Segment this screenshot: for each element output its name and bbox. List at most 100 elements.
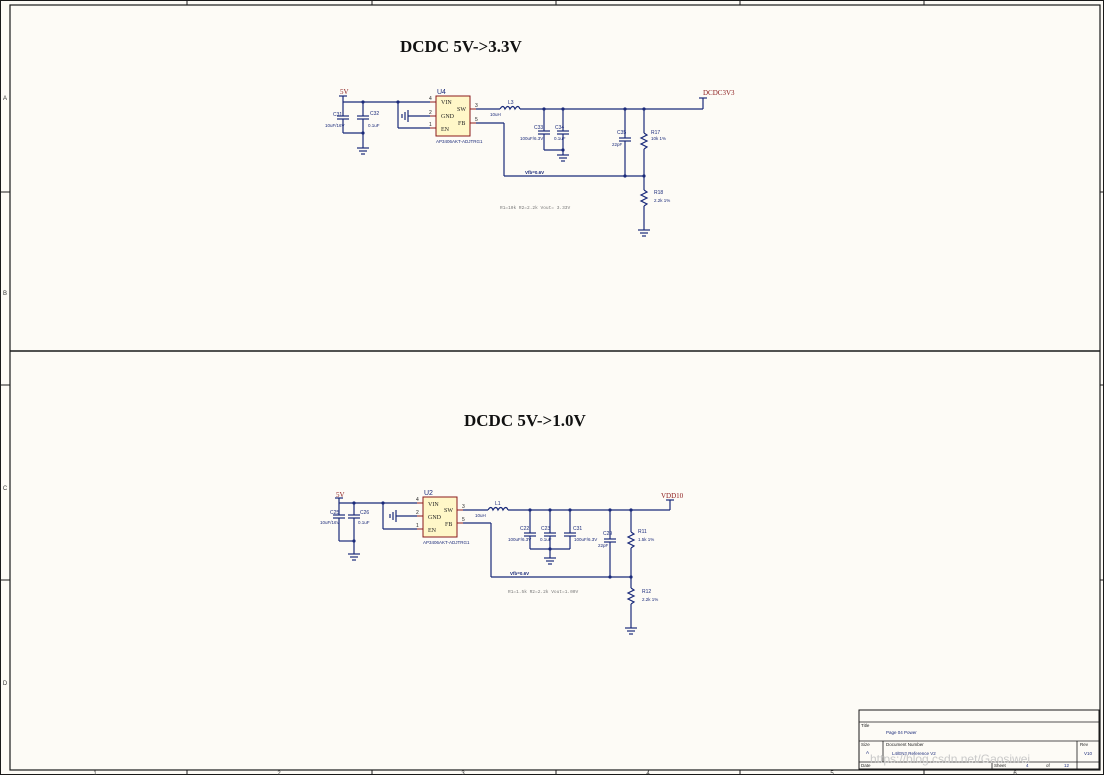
r17-value: 10k 1% <box>651 136 666 141</box>
c29-value: 22pF <box>598 543 609 548</box>
c33-value: 100uF/6.3V <box>520 136 543 141</box>
c33-ref: C33 <box>534 125 543 131</box>
u4-pin-fb: FB <box>458 121 465 127</box>
c32-ref: C32 <box>370 111 379 117</box>
tb-sheet-total: 12 <box>1064 763 1070 768</box>
r12-value: 2.2k 1% <box>642 597 658 602</box>
u4-pnum-fb: 5 <box>475 117 478 123</box>
zone-col-2: 2 <box>277 771 281 775</box>
c23-value: 0.1uF <box>540 537 552 542</box>
circuit-title: DCDC 5V->1.0V <box>464 411 586 430</box>
tb-sheet-of: of <box>1046 763 1051 768</box>
c35-ref: C35 <box>617 130 626 136</box>
calc-note: R1=10k R2=2.2k Vout= 3.33V <box>500 205 571 211</box>
c23-ref: C23 <box>541 526 550 532</box>
capacitor-c23: C23 0.1uF <box>540 510 556 558</box>
tb-sheet-label: Sheet <box>994 763 1007 768</box>
u2-pnum-en: 1 <box>416 523 419 529</box>
c31-out-value: 100uF/6.3V <box>574 537 597 542</box>
u4-part: AP3406AKT-ADJTRG1 <box>436 139 483 144</box>
c31-value: 10uF/16V <box>325 123 345 128</box>
vfb-label: Vfb=0.6V <box>525 170 544 175</box>
watermark-text: https://blog.csdn.net/Gaosiwei <box>870 752 1030 766</box>
zone-row-d: D <box>3 681 8 687</box>
capacitor-c22: C22 100uF/6.3V <box>508 510 536 549</box>
tb-size-value: A <box>866 750 869 755</box>
zone-col-4: 4 <box>646 771 650 775</box>
resistor-r18: R18 2.2k 1% <box>639 189 670 230</box>
u4-pnum-gnd: 2 <box>429 110 432 116</box>
zone-col-6: 6 <box>1013 771 1017 775</box>
c35-value: 22pF <box>612 142 623 147</box>
u4-pnum-sw: 3 <box>475 103 478 109</box>
zone-col-5: 5 <box>830 771 834 775</box>
u4-pnum-en: 1 <box>429 122 432 128</box>
c26-ref: C26 <box>360 510 369 516</box>
title-block: Title Page 04 Power Size A Document Numb… <box>858 709 1100 770</box>
zone-row-a: A <box>3 96 7 102</box>
ground-symbol <box>638 229 650 237</box>
c31-ref: C31 <box>333 112 342 118</box>
capacitor-c34: C34 0.1uF <box>554 109 569 155</box>
net-dcdc3v3-label: DCDC3V3 <box>703 89 735 97</box>
capacitor-c29: C29 22pF <box>598 510 616 577</box>
u4-pin-sw: SW <box>457 107 466 113</box>
inductor-l1: L1 10uH <box>475 501 509 518</box>
u2-ref: U2 <box>424 490 433 497</box>
u2-pin-gnd: GND <box>428 515 442 521</box>
u2-pin-vin: VIN <box>428 502 439 508</box>
ic-u4: U4 VIN GND EN SW FB 4 2 1 3 5 AP3406AKT-… <box>429 89 483 144</box>
resistor-r17: R17 10k 1% <box>639 109 666 190</box>
zone-row-c: C <box>3 486 8 492</box>
ground-symbol <box>389 510 397 522</box>
c31-out-ref: C31 <box>573 526 582 532</box>
capacitor-c31-out: C31 100uF/6.3V <box>564 510 597 549</box>
tb-date-label: Date <box>861 763 871 768</box>
tb-sheet-value: 4 <box>1026 763 1029 768</box>
r17-ref: R17 <box>651 130 660 136</box>
c34-ref: C34 <box>555 125 564 131</box>
l1-ref: L1 <box>495 501 501 507</box>
u2-pnum-vin: 4 <box>416 497 419 503</box>
capacitor-c26: C26 0.1uF <box>348 503 370 554</box>
r18-ref: R18 <box>654 190 663 196</box>
c25-value: 10uF/16V <box>320 520 340 525</box>
u2-pnum-fb: 5 <box>462 517 465 523</box>
l3-ref: L3 <box>508 100 514 106</box>
circuit-3v3: DCDC 5V->3.3V 5V C31 10uF/16V C32 0.1uF <box>325 37 735 237</box>
zone-col-3: 3 <box>461 771 465 775</box>
c32-value: 0.1uF <box>368 123 380 128</box>
tb-rev-label: Rev <box>1080 742 1089 747</box>
ground-symbol <box>401 110 409 122</box>
capacitor-c25: C25 10uF/16V <box>320 503 345 541</box>
l3-value: 10uH <box>490 112 501 117</box>
r18-value: 2.2k 1% <box>654 198 670 203</box>
vfb-label: Vfb=0.6V <box>510 571 529 576</box>
calc-note: R1=1.5k R2=2.2k Vout=1.00V <box>508 589 579 595</box>
c26-value: 0.1uF <box>358 520 370 525</box>
c29-ref: C29 <box>603 531 612 537</box>
c22-value: 100uF/6.3V <box>508 537 531 542</box>
r11-ref: R11 <box>638 529 647 535</box>
u2-pnum-sw: 3 <box>462 504 465 510</box>
resistor-r11: R11 1.5k 1% <box>626 510 654 588</box>
net-vdd10-label: VDD10 <box>661 492 684 500</box>
c22-ref: C22 <box>520 526 529 532</box>
ground-symbol <box>348 553 360 561</box>
c25-ref: C25 <box>330 510 339 516</box>
u4-pin-gnd: GND <box>441 114 455 120</box>
u2-pin-sw: SW <box>444 508 453 514</box>
capacitor-c32: C32 0.1uF <box>357 102 380 148</box>
u4-pin-en: EN <box>441 127 450 133</box>
ground-symbol <box>625 627 637 635</box>
circuit-title: DCDC 5V->3.3V <box>400 37 522 56</box>
zone-col-1: 1 <box>93 771 97 775</box>
ground-symbol <box>544 557 556 565</box>
l1-value: 10uH <box>475 513 486 518</box>
r12-ref: R12 <box>642 589 651 595</box>
capacitor-c35: C35 22pF <box>612 109 631 176</box>
net-5v-label: 5V <box>336 491 345 499</box>
capacitor-c31: C31 10uF/16V <box>325 102 349 133</box>
